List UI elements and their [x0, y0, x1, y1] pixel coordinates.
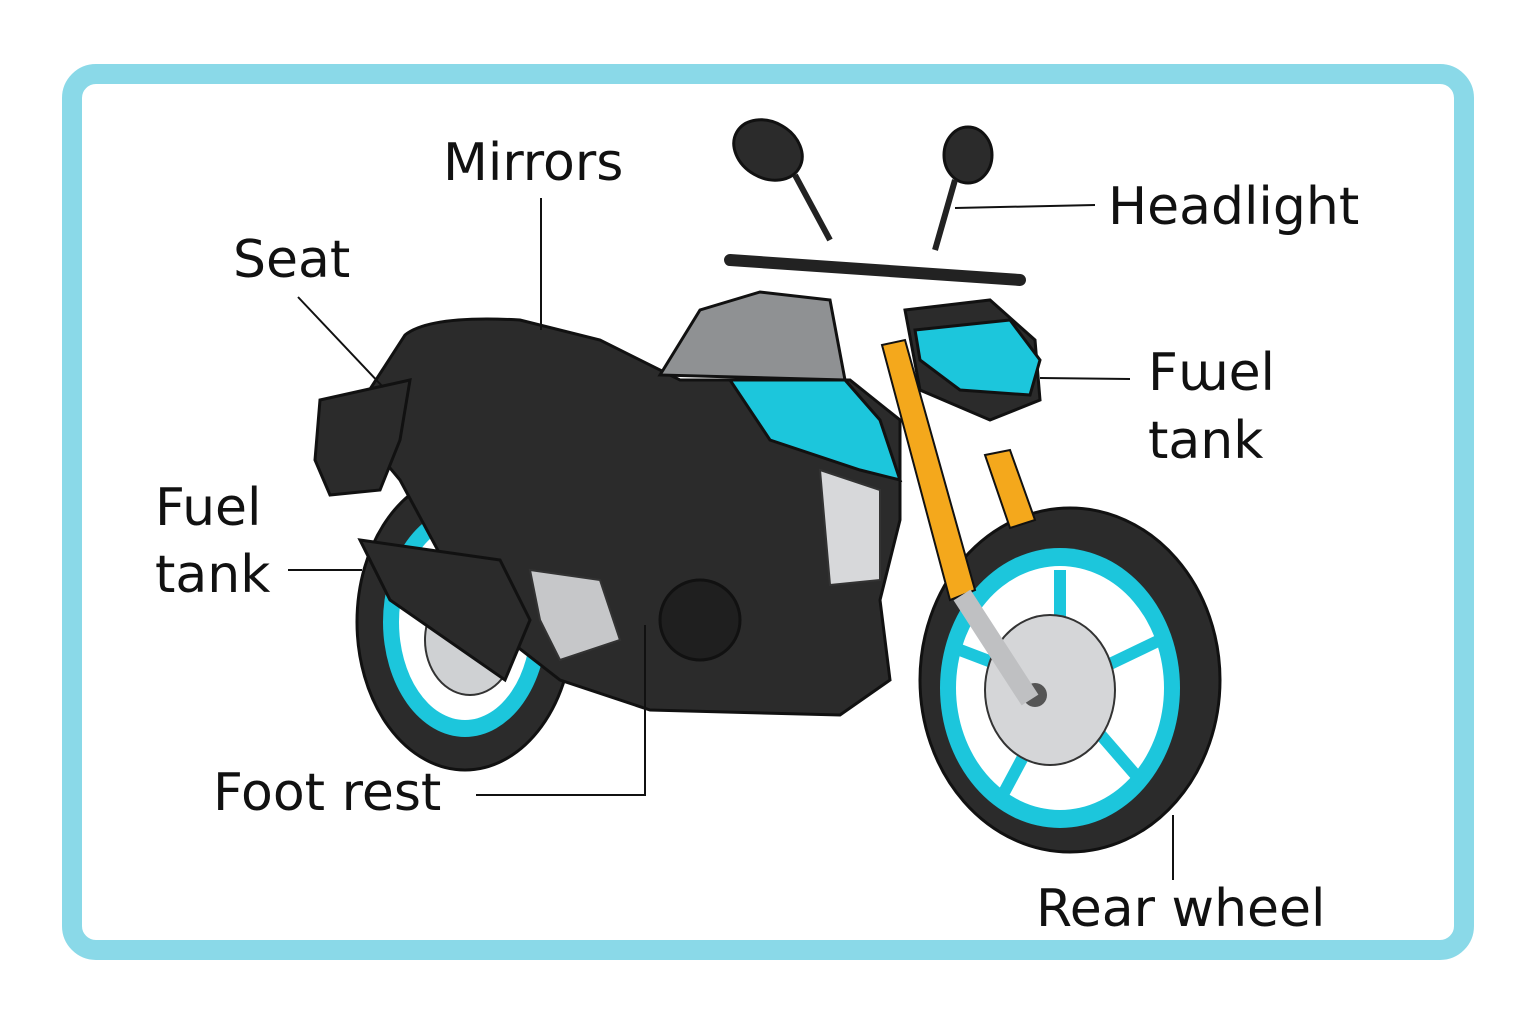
motorcycle-body — [313, 118, 1042, 717]
leader-lines — [288, 198, 1174, 880]
label-foot-rest: Foot rest — [213, 763, 442, 823]
label-rear-wheel: Rear wheel — [1036, 879, 1326, 939]
label-fuel-tank-right-2: tank — [1148, 411, 1264, 471]
label-fuel-tank-right-1: Fɯel — [1148, 343, 1276, 403]
right-wheel — [918, 506, 1222, 854]
label-fuel-tank-left-1: Fuel — [155, 478, 262, 538]
label-seat: Seat — [233, 230, 351, 290]
label-fuel-tank-left-2: tank — [155, 545, 271, 605]
label-mirrors: Mirrors — [443, 133, 624, 193]
label-headlight: Headlight — [1108, 177, 1360, 237]
